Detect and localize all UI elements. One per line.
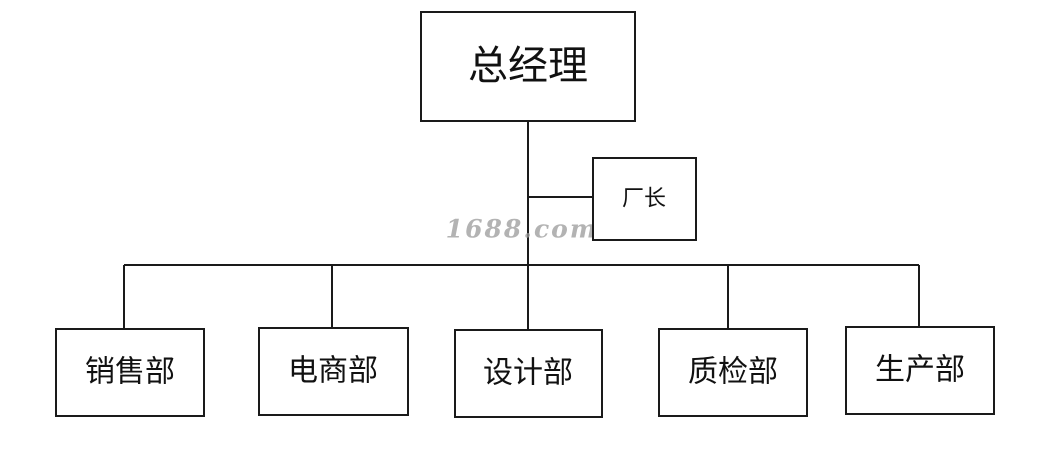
connectors <box>123 121 920 330</box>
node-dept-design[interactable]: 设计部 <box>454 329 603 418</box>
node-box <box>420 11 636 122</box>
node-box <box>454 329 603 418</box>
node-label: 电商部 <box>288 354 378 389</box>
node-dept-ecommerce[interactable]: 电商部 <box>258 327 409 416</box>
node-dept-sales[interactable]: 销售部 <box>55 328 205 417</box>
node-box <box>55 328 205 417</box>
node-label: 厂长 <box>622 187 666 212</box>
node-label: 设计部 <box>483 356 573 391</box>
node-box <box>658 328 808 417</box>
node-label: 生产部 <box>875 353 965 388</box>
node-label: 销售部 <box>85 355 175 390</box>
node-label: 总经理 <box>468 43 588 89</box>
node-box <box>258 327 409 416</box>
node-label: 质检部 <box>688 355 778 390</box>
node-dept-production[interactable]: 生产部 <box>845 326 995 415</box>
node-box <box>845 326 995 415</box>
watermark-text: 1688.com <box>446 215 599 244</box>
node-factory-director[interactable]: 厂长 <box>592 157 697 241</box>
node-dept-quality[interactable]: 质检部 <box>658 328 808 417</box>
node-box <box>592 157 697 241</box>
node-general-manager[interactable]: 总经理 <box>420 11 636 122</box>
